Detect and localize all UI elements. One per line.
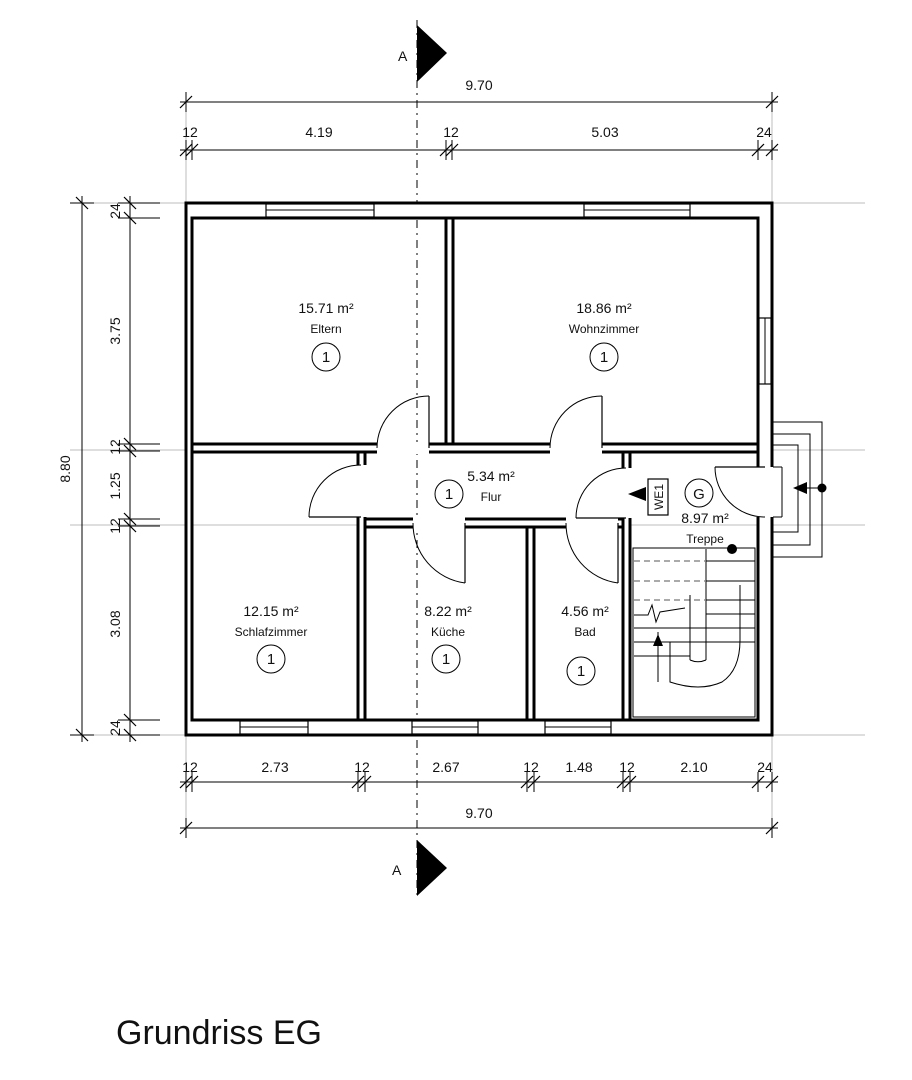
door-openings xyxy=(356,442,774,529)
door-wohnzimmer xyxy=(549,395,603,449)
room-level: 1 xyxy=(322,349,330,366)
room-area: 8.97 m² xyxy=(681,510,729,526)
room-treppe: G 8.97 m² Treppe xyxy=(681,478,729,546)
walls xyxy=(184,201,774,737)
left-dimension-chain: 8.80 24 3.75 12 1.25 12 3.08 24 xyxy=(57,196,160,742)
svg-text:3.75: 3.75 xyxy=(107,317,123,344)
entrance-marker: WE1 xyxy=(628,478,669,516)
bottom-dimension-chain: 12 2.73 12 2.67 12 1.48 12 2.10 24 9.70 xyxy=(179,759,779,838)
door-kueche xyxy=(412,522,466,584)
room-flur: 5.34 m² Flur 1 xyxy=(434,468,515,509)
door-treppe xyxy=(575,467,627,519)
section-marker-top: A xyxy=(398,25,447,82)
room-level: 1 xyxy=(267,651,275,668)
room-schlafzimmer: 12.15 m² Schlafzimmer 1 xyxy=(235,603,308,674)
room-area: 15.71 m² xyxy=(298,300,354,316)
svg-text:12: 12 xyxy=(354,759,370,775)
room-name: Treppe xyxy=(686,532,724,546)
svg-text:A: A xyxy=(398,48,408,64)
svg-text:1.48: 1.48 xyxy=(565,759,592,775)
svg-text:24: 24 xyxy=(107,203,123,219)
svg-text:12: 12 xyxy=(107,439,123,455)
room-area: 5.34 m² xyxy=(467,468,515,484)
room-area: 8.22 m² xyxy=(424,603,472,619)
svg-text:12: 12 xyxy=(182,759,198,775)
svg-text:2.73: 2.73 xyxy=(261,759,288,775)
svg-text:A: A xyxy=(392,862,402,878)
room-level: G xyxy=(693,486,705,503)
door-eltern xyxy=(376,395,430,449)
bottom-total-dimension: 9.70 xyxy=(465,805,492,821)
room-name: Schlafzimmer xyxy=(235,625,308,639)
room-area: 18.86 m² xyxy=(576,300,632,316)
svg-text:12: 12 xyxy=(523,759,539,775)
svg-text:24: 24 xyxy=(107,720,123,736)
entrance-landing xyxy=(773,421,827,558)
svg-text:2.10: 2.10 xyxy=(680,759,707,775)
room-eltern: 15.71 m² Eltern 1 xyxy=(298,300,354,372)
svg-text:24: 24 xyxy=(757,759,773,775)
svg-text:1.25: 1.25 xyxy=(107,472,123,499)
entrance-label: WE1 xyxy=(652,484,666,510)
top-total-dimension: 9.70 xyxy=(465,77,492,93)
room-area: 4.56 m² xyxy=(561,603,609,619)
svg-text:12: 12 xyxy=(443,124,459,140)
svg-text:12: 12 xyxy=(107,518,123,534)
room-name: Küche xyxy=(431,625,465,639)
door-entrance xyxy=(714,466,766,518)
room-name: Eltern xyxy=(310,322,341,336)
svg-text:24: 24 xyxy=(756,124,772,140)
room-wohnzimmer: 18.86 m² Wohnzimmer 1 xyxy=(569,300,639,372)
room-level: 1 xyxy=(442,651,450,668)
doors xyxy=(308,395,766,584)
room-name: Bad xyxy=(574,625,595,639)
room-bad: 4.56 m² Bad 1 xyxy=(561,603,609,686)
drawing-title: Grundriss EG xyxy=(116,1014,322,1052)
svg-text:12: 12 xyxy=(182,124,198,140)
door-bad xyxy=(565,522,619,584)
top-dimension-chain: 9.70 12 4.19 12 5.03 24 xyxy=(179,77,779,160)
room-name: Wohnzimmer xyxy=(569,322,639,336)
door-schlafzimmer xyxy=(308,464,362,518)
room-level: 1 xyxy=(577,663,585,680)
room-area: 12.15 m² xyxy=(243,603,299,619)
windows xyxy=(239,203,772,735)
svg-text:5.03: 5.03 xyxy=(591,124,618,140)
staircase xyxy=(632,544,756,718)
room-level: 1 xyxy=(445,486,453,503)
room-name: Flur xyxy=(481,490,502,504)
svg-text:2.67: 2.67 xyxy=(432,759,459,775)
svg-text:3.08: 3.08 xyxy=(107,610,123,637)
svg-text:4.19: 4.19 xyxy=(305,124,332,140)
left-total-dimension: 8.80 xyxy=(57,455,73,482)
room-kueche: 8.22 m² Küche 1 xyxy=(424,603,472,674)
room-level: 1 xyxy=(600,349,608,366)
svg-text:12: 12 xyxy=(619,759,635,775)
section-marker-bottom: A xyxy=(392,840,447,896)
